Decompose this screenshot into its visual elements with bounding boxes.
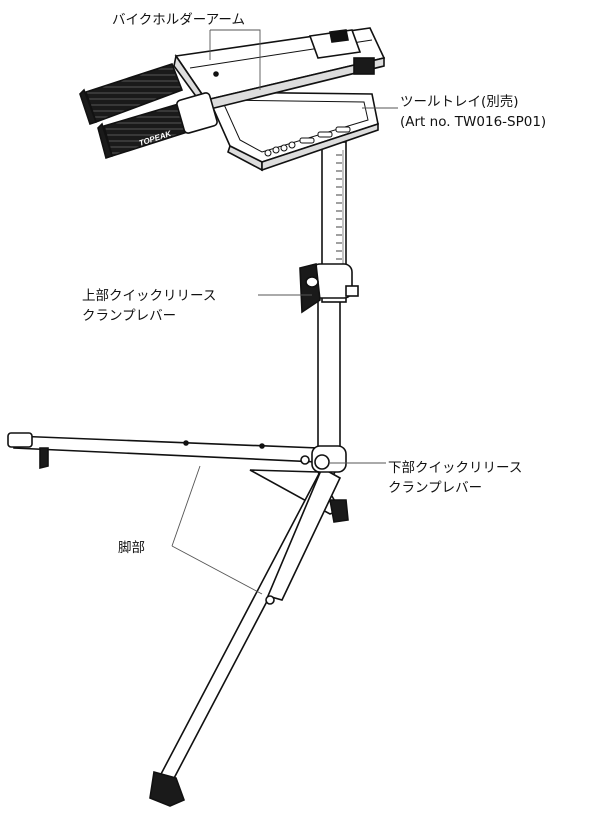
bike-holder-arm-label: バイクホルダーアーム xyxy=(112,12,245,28)
leg-front xyxy=(149,466,342,807)
tool-tray-label: ツールトレイ(別売) (Art no. TW016-SP01) xyxy=(400,94,547,130)
leg-label: 脚部 xyxy=(118,540,145,556)
tool-tray xyxy=(204,91,379,172)
leader-lines xyxy=(171,29,398,595)
lower-clamp-label: 下部クイックリリース クランプレバー xyxy=(388,460,523,496)
lower-clamp-lever xyxy=(300,445,347,473)
upper-clamp-label: 上部クイックリリース クランプレバー xyxy=(82,288,217,324)
bike-holder-arm xyxy=(173,27,386,113)
leg-left xyxy=(7,432,319,470)
arm-handle-upper xyxy=(79,63,184,126)
upper-clamp-lever xyxy=(299,263,359,314)
stand-mast xyxy=(317,141,347,459)
arm-handle-lower xyxy=(97,92,218,160)
